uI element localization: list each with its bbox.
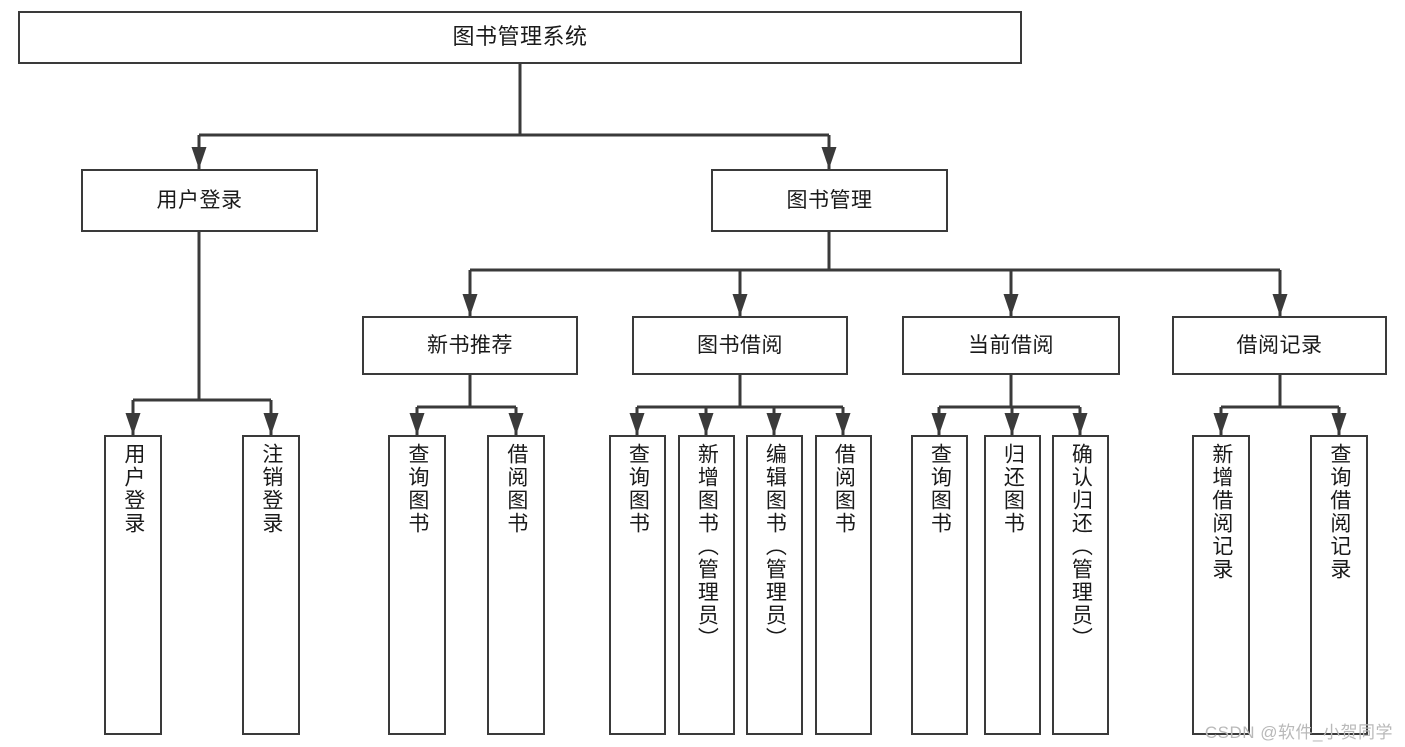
node-label: 图书借阅: [697, 333, 783, 357]
node-leaf-borrow-book-2[interactable]: 借阅图书: [815, 435, 872, 735]
node-leaf-query-borrow-record[interactable]: 查询借阅记录: [1310, 435, 1368, 735]
node-label: 新增图书（管理员）: [695, 443, 719, 650]
node-label: 归还图书: [1001, 443, 1025, 535]
node-label: 当前借阅: [968, 333, 1054, 357]
node-new-book-recommend[interactable]: 新书推荐: [362, 316, 578, 375]
node-user-login[interactable]: 用户登录: [81, 169, 318, 232]
node-leaf-confirm-return[interactable]: 确认归还（管理员）: [1052, 435, 1109, 735]
node-leaf-add-borrow-record[interactable]: 新增借阅记录: [1192, 435, 1250, 735]
node-label: 新增借阅记录: [1209, 443, 1233, 581]
node-leaf-query-book-2[interactable]: 查询图书: [609, 435, 666, 735]
node-label: 新书推荐: [427, 333, 513, 357]
node-leaf-add-book[interactable]: 新增图书（管理员）: [678, 435, 735, 735]
node-label: 用户登录: [156, 188, 243, 212]
node-label: 查询图书: [405, 443, 429, 535]
node-label: 注销登录: [259, 443, 283, 535]
node-leaf-user-login[interactable]: 用户登录: [104, 435, 162, 735]
node-leaf-return-book[interactable]: 归还图书: [984, 435, 1041, 735]
node-label: 借阅记录: [1236, 333, 1323, 357]
node-label: 用户登录: [121, 443, 145, 535]
node-label: 查询图书: [928, 443, 952, 535]
node-label: 编辑图书（管理员）: [763, 443, 787, 650]
node-label: 图书管理: [786, 188, 873, 212]
node-label: 图书管理系统: [452, 24, 588, 50]
node-leaf-query-book-3[interactable]: 查询图书: [911, 435, 968, 735]
node-label: 查询图书: [626, 443, 650, 535]
node-label: 借阅图书: [504, 443, 528, 535]
node-leaf-borrow-book-1[interactable]: 借阅图书: [487, 435, 545, 735]
node-leaf-edit-book[interactable]: 编辑图书（管理员）: [746, 435, 803, 735]
node-borrow-record[interactable]: 借阅记录: [1172, 316, 1387, 375]
node-leaf-query-book-1[interactable]: 查询图书: [388, 435, 446, 735]
node-book-manage[interactable]: 图书管理: [711, 169, 948, 232]
node-root-book-management-system[interactable]: 图书管理系统: [18, 11, 1022, 64]
node-label: 确认归还（管理员）: [1069, 443, 1093, 650]
node-book-borrow[interactable]: 图书借阅: [632, 316, 848, 375]
node-current-borrow[interactable]: 当前借阅: [902, 316, 1120, 375]
node-label: 借阅图书: [832, 443, 856, 535]
csdn-watermark: CSDN @软件_小贺同学: [1204, 723, 1393, 742]
node-leaf-user-logout[interactable]: 注销登录: [242, 435, 300, 735]
node-label: 查询借阅记录: [1327, 443, 1351, 581]
